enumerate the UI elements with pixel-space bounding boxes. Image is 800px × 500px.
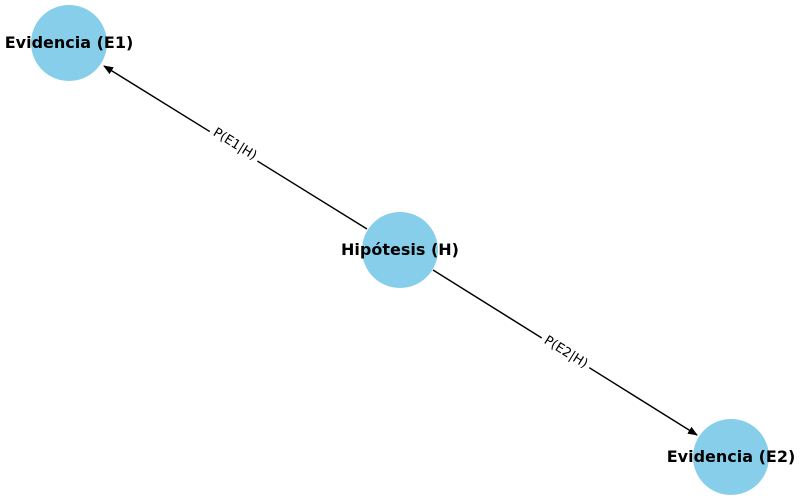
node-h-circle[interactable] [362,212,438,288]
node-h-label: Hipótesis (H) [341,240,459,259]
node-e1-circle[interactable] [31,5,107,81]
node-e2-label: Evidencia (E2) [667,447,796,466]
edge-h-e2: P(E2|H) [432,269,698,436]
node-e1-label: Evidencia (E1) [5,33,134,52]
node-evidencia-e1[interactable]: Evidencia (E1) [5,5,134,81]
edge-h-e2-label-bg [536,328,596,376]
node-hipotesis-h[interactable]: Hipótesis (H) [341,212,459,288]
node-evidencia-e2[interactable]: Evidencia (E2) [667,419,796,495]
edge-h-e1: P(E1|H) [103,65,368,230]
edge-h-e1-label-bg [205,120,265,168]
node-e2-circle[interactable] [693,419,769,495]
